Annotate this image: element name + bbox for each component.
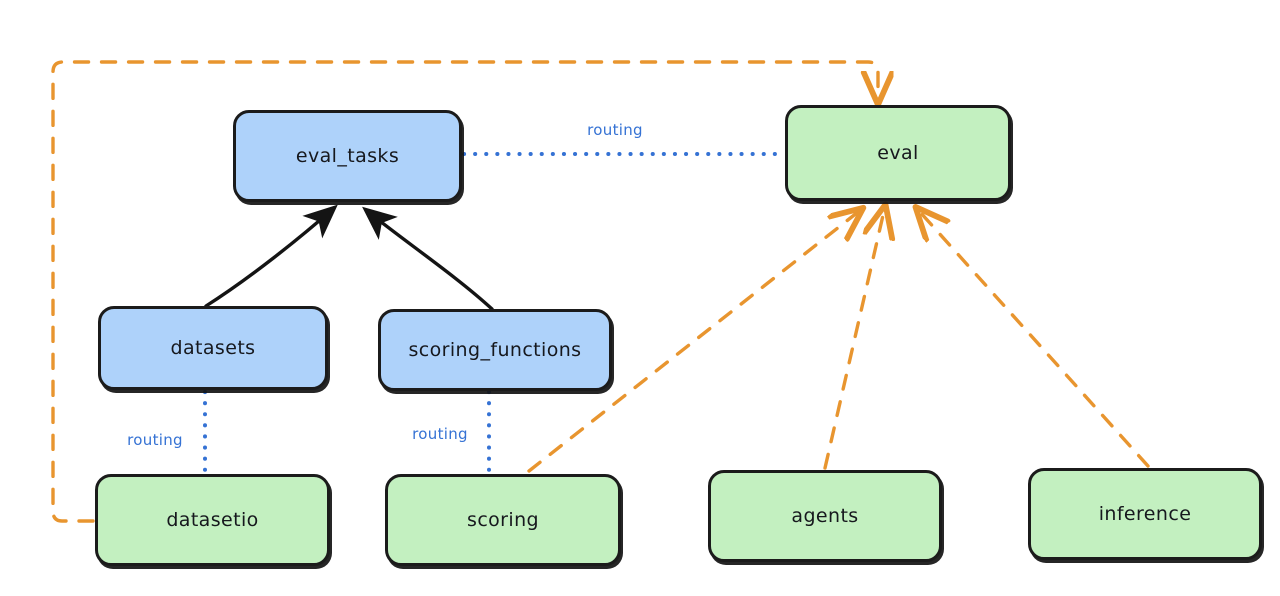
- node-scoring[interactable]: scoring: [385, 474, 621, 566]
- node-label-inference: inference: [1098, 503, 1192, 525]
- edge-datasets-to-eval-tasks: [204, 204, 338, 308]
- edge-label-routing-scoring-functions: routing: [412, 425, 468, 443]
- node-label-eval: eval: [877, 142, 919, 164]
- edge-label-routing-datasets: routing: [127, 431, 183, 449]
- node-scoring-functions[interactable]: scoring_functions: [378, 309, 612, 391]
- edge-label-routing-eval-tasks: routing: [587, 121, 643, 139]
- node-label-scoring: scoring: [467, 509, 539, 531]
- node-label-datasets: datasets: [170, 337, 256, 359]
- edge-datasetio-to-eval: [51, 60, 878, 523]
- edge-inference-to-eval: [920, 212, 1150, 468]
- node-agents[interactable]: agents: [708, 470, 942, 562]
- node-label-datasetio: datasetio: [166, 509, 259, 531]
- node-eval-tasks[interactable]: eval_tasks: [233, 110, 462, 202]
- edge-agents-to-eval: [823, 211, 884, 470]
- node-datasets[interactable]: datasets: [98, 306, 328, 390]
- node-label-agents: agents: [791, 505, 859, 527]
- node-inference[interactable]: inference: [1028, 468, 1262, 560]
- node-label-eval-tasks: eval_tasks: [295, 145, 400, 167]
- edge-scoring-functions-to-eval-tasks: [362, 206, 494, 311]
- node-datasetio[interactable]: datasetio: [95, 474, 330, 566]
- node-eval[interactable]: eval: [785, 105, 1011, 201]
- node-label-scoring-functions: scoring_functions: [408, 339, 582, 361]
